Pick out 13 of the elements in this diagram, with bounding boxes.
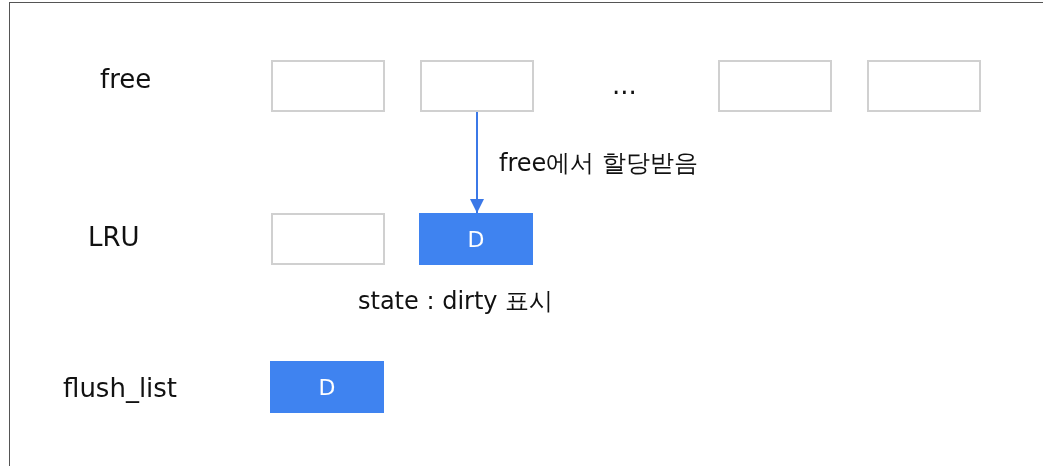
node-caption: state : dirty 표시 (358, 286, 554, 317)
ellipsis: ... (612, 70, 637, 100)
buffer-page-box: D (419, 213, 533, 265)
row-label: LRU (88, 222, 140, 252)
empty-box (867, 60, 981, 112)
row-label: flush_list (63, 373, 178, 403)
empty-box (271, 213, 385, 265)
row-label: free (100, 64, 152, 94)
empty-box (420, 60, 534, 112)
empty-box (718, 60, 832, 112)
buffer-page-box: D (270, 361, 384, 413)
empty-box (271, 60, 385, 112)
arrow (470, 111, 484, 214)
